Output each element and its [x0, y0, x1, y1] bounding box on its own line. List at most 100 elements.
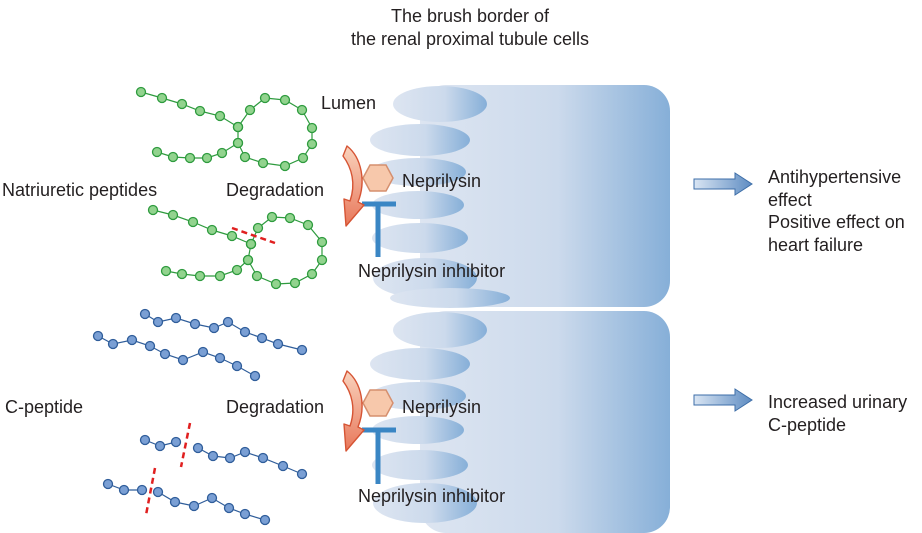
amino-acid-bead — [226, 230, 238, 242]
chain-backbone — [97, 335, 256, 377]
amino-acid-bead — [176, 268, 188, 280]
amino-acid-bead — [239, 326, 251, 338]
amino-acid-bead — [214, 270, 226, 282]
amino-acid-bead — [188, 500, 200, 512]
amino-acid-bead — [194, 270, 206, 282]
chain-backbone — [140, 91, 239, 128]
amino-acid-bead — [152, 486, 164, 498]
amino-acid-bead — [216, 147, 228, 159]
amino-acid-bead — [297, 152, 309, 164]
amino-acid-bead — [154, 440, 166, 452]
amino-acid-bead — [277, 460, 289, 472]
lumen-label: Lumen — [321, 93, 377, 113]
amino-acid-bead — [296, 468, 308, 480]
amino-acid-bead — [289, 277, 301, 289]
amino-acid-bead — [184, 152, 196, 164]
amino-acid-bead — [201, 152, 213, 164]
amino-acid-bead — [206, 492, 218, 504]
amino-acid-bead — [144, 340, 156, 352]
amino-acid-bead — [107, 338, 119, 350]
neprilysin-inhibitor-label-bottom: Neprilysin inhibitor — [358, 486, 506, 506]
amino-acid-bead — [126, 334, 138, 346]
diagram-title: The brush border of the renal proximal t… — [310, 5, 630, 50]
amino-acid-bead — [139, 308, 151, 320]
amino-acid-bead — [266, 211, 278, 223]
degradation-curved-arrow-bottom — [342, 370, 365, 452]
amino-acid-bead — [167, 151, 179, 163]
neprilysin-enzyme-bottom — [362, 389, 394, 417]
amino-acid-bead — [151, 146, 163, 158]
amino-acid-bead — [302, 219, 314, 231]
neprilysin-inhibitor-bar-bottom — [362, 427, 396, 484]
amino-acid-bead — [206, 224, 218, 236]
amino-acid-bead — [222, 316, 234, 328]
degradation-label-top: Degradation — [226, 180, 325, 200]
amino-acid-bead — [194, 105, 206, 117]
amino-acid-bead — [214, 110, 226, 122]
outcome-arrow-top — [693, 172, 753, 196]
natriuretic-peptide-cleaved — [147, 204, 328, 290]
amino-acid-bead — [170, 436, 182, 448]
amino-acid-bead — [239, 508, 251, 520]
amino-acid-bead — [187, 216, 199, 228]
natriuretic-peptides-label: Natriuretic peptides — [2, 180, 158, 200]
amino-acid-bead — [232, 121, 244, 133]
amino-acid-bead — [242, 254, 254, 266]
amino-acid-bead — [177, 354, 189, 366]
amino-acid-bead — [245, 238, 257, 250]
amino-acid-bead — [197, 346, 209, 358]
amino-acid-bead — [257, 157, 269, 169]
outcome-line: Increased urinary — [768, 392, 908, 412]
tubule-cell-bottom — [370, 311, 670, 533]
outcome-arrow-bottom — [693, 388, 753, 412]
outcome-text-top: Antihypertensive effect Positive effect … — [768, 166, 905, 256]
amino-acid-bead — [147, 204, 159, 216]
amino-acid-bead — [251, 270, 263, 282]
amino-acid-bead — [136, 484, 148, 496]
degradation-label-bottom: Degradation — [226, 397, 325, 417]
amino-acid-bead — [279, 94, 291, 106]
degradation-curved-arrow-top — [342, 145, 365, 227]
cleavage-marks-natriuretic — [231, 226, 276, 245]
amino-acid-bead — [192, 442, 204, 454]
neprilysin-inhibitor-label-top: Neprilysin inhibitor — [358, 261, 506, 281]
amino-acid-bead — [152, 316, 164, 328]
amino-acid-bead — [207, 450, 219, 462]
cleavage-marks-cpeptide — [144, 422, 192, 516]
amino-acid-bead — [92, 330, 104, 342]
amino-acid-bead — [208, 322, 220, 334]
amino-acid-bead — [306, 268, 318, 280]
amino-acid-bead — [306, 138, 318, 150]
amino-acid-bead — [139, 434, 151, 446]
neprilysin-label-bottom: Neprilysin — [402, 397, 482, 417]
title-line-1: The brush border of — [390, 6, 550, 26]
amino-acid-bead — [249, 370, 261, 382]
amino-acid-bead — [270, 278, 282, 290]
amino-acid-bead — [231, 360, 243, 372]
amino-acid-bead — [306, 122, 318, 134]
title-line-2: the renal proximal tubule cells — [350, 28, 590, 49]
amino-acid-bead — [259, 514, 271, 526]
tubule-cell-top — [370, 85, 670, 308]
amino-acid-bead — [279, 160, 291, 172]
amino-acid-bead — [118, 484, 130, 496]
outcome-line: Antihypertensive — [768, 167, 902, 187]
neprilysin-enzyme-top — [362, 164, 394, 192]
amino-acid-bead — [231, 264, 243, 276]
c-peptide-intact — [92, 308, 308, 382]
amino-acid-bead — [252, 222, 264, 234]
c-peptide-label: C-peptide — [5, 397, 84, 417]
amino-acid-bead — [316, 236, 328, 248]
amino-acid-bead — [239, 446, 251, 458]
amino-acid-bead — [239, 151, 251, 163]
amino-acid-bead — [256, 332, 268, 344]
amino-acid-bead — [257, 452, 269, 464]
amino-acid-bead — [232, 137, 244, 149]
amino-acid-bead — [244, 104, 256, 116]
outcome-line: effect — [768, 189, 812, 210]
amino-acid-bead — [176, 98, 188, 110]
c-peptide-cleaved — [102, 434, 308, 526]
amino-acid-bead — [170, 312, 182, 324]
chain-backbone — [144, 313, 303, 351]
